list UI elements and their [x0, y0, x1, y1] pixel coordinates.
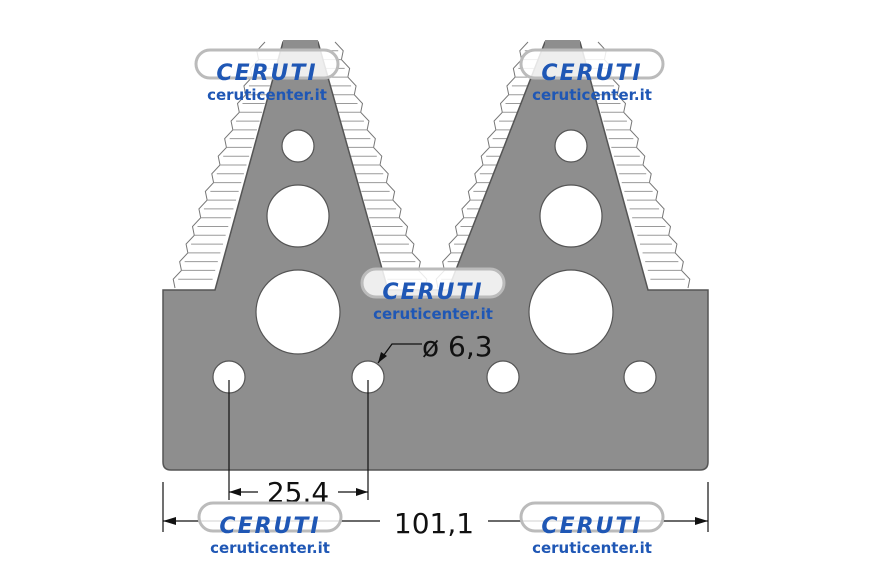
watermark-badge	[519, 48, 665, 80]
watermark-url: ceruticenter.it	[373, 305, 493, 323]
watermark-badge	[197, 501, 343, 533]
rivet-hole-4	[623, 360, 657, 394]
left-large-hole	[255, 269, 341, 355]
rivet-hole-3	[486, 360, 520, 394]
overall-arrow-right	[695, 517, 708, 525]
watermark-logo: CERUTI	[216, 61, 317, 86]
watermark-url: ceruticenter.it	[532, 539, 652, 557]
hole-diameter-dimension: ø 6,3	[422, 330, 493, 363]
left-medium-hole	[266, 184, 330, 248]
overall-label-bg	[380, 504, 488, 536]
spacing-arrow-right	[356, 488, 368, 496]
watermark-url: ceruticenter.it	[532, 86, 652, 104]
right-large-hole	[528, 269, 614, 355]
watermark-url: ceruticenter.it	[207, 86, 327, 104]
watermark-badge	[519, 501, 665, 533]
watermark-url: ceruticenter.it	[210, 539, 330, 557]
overall-width-dimension: 101,1	[394, 507, 474, 540]
watermark-logo: CERUTI	[382, 280, 483, 305]
watermark-badge	[360, 267, 506, 299]
spacing-arrow-left	[229, 488, 241, 496]
diameter-leader-arrow	[378, 352, 387, 363]
right-small-hole	[554, 129, 588, 163]
knife-section-body	[162, 41, 709, 471]
watermark-logo: CERUTI	[541, 514, 642, 539]
watermark-logo: CERUTI	[541, 61, 642, 86]
spacing-label-bg	[258, 474, 338, 504]
overall-arrow-left	[163, 517, 176, 525]
watermark-badge	[194, 48, 340, 80]
left-small-hole	[281, 129, 315, 163]
right-medium-hole	[539, 184, 603, 248]
watermark-logo: CERUTI	[219, 514, 320, 539]
